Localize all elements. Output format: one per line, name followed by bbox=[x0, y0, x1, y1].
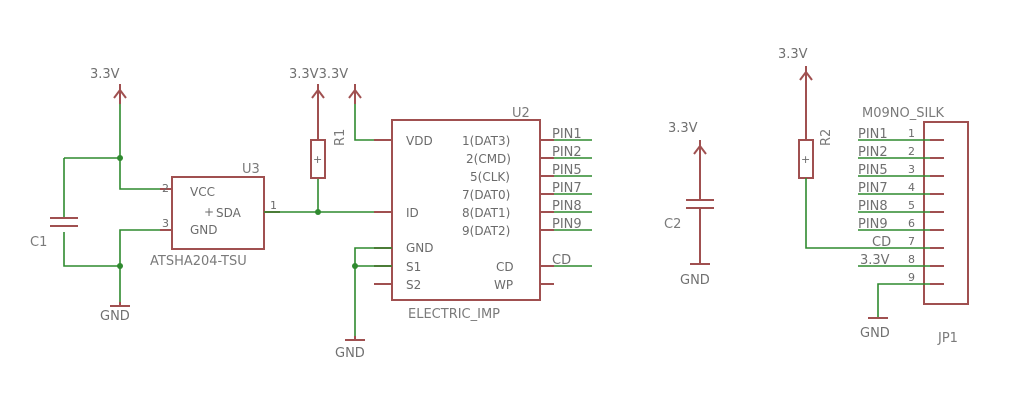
jp1-num-4: 4 bbox=[908, 181, 915, 194]
u2-pin-cmd: 2(CMD) bbox=[466, 152, 511, 166]
u2-pin-s1: S1 bbox=[406, 260, 421, 274]
u2-net-pin1: PIN1 bbox=[552, 127, 582, 142]
supply-arrow-left bbox=[113, 84, 127, 104]
gnd-label-c1: GND bbox=[100, 309, 130, 324]
u3-num-gnd: 3 bbox=[162, 217, 169, 230]
u2-pin-wp: WP bbox=[494, 278, 513, 292]
jp1-net-pin9: PIN9 bbox=[858, 217, 888, 232]
u2-net-pin9: PIN9 bbox=[552, 217, 582, 232]
u3-pin-sda: SDA bbox=[216, 206, 242, 220]
c2-label: C2 bbox=[664, 217, 681, 232]
u2-pin-vdd: VDD bbox=[406, 134, 433, 148]
u3-pin-vcc: VCC bbox=[190, 185, 215, 199]
jp1-net-pin7: PIN7 bbox=[858, 181, 888, 196]
u3-plus-mark: + bbox=[204, 205, 214, 219]
u2-pin-clk: 5(CLK) bbox=[470, 170, 510, 184]
wires-u2-nets bbox=[554, 139, 592, 267]
gnd-symbol-c1 bbox=[110, 302, 130, 307]
supply-label-c2: 3.3V bbox=[668, 121, 698, 136]
jp1-num-5: 5 bbox=[908, 199, 915, 212]
supply-label-left: 3.3V bbox=[90, 67, 120, 82]
wire-id-net bbox=[264, 178, 392, 215]
u2-net-pin7: PIN7 bbox=[552, 181, 582, 196]
jp1-num-8: 8 bbox=[908, 253, 915, 266]
resistor-r2: + bbox=[798, 66, 858, 249]
u2-pin-cd: CD bbox=[496, 260, 514, 274]
u3-num-vcc: 2 bbox=[162, 182, 169, 195]
supply-arrow-vdd bbox=[348, 84, 392, 141]
supply-label-r2: 3.3V bbox=[778, 47, 808, 62]
u2-pin-id: ID bbox=[406, 206, 419, 220]
jp1-num-1: 1 bbox=[908, 127, 915, 140]
u3-pin-gnd: GND bbox=[190, 223, 218, 237]
wires-u2-gnd bbox=[345, 247, 392, 341]
resistor-r1: + bbox=[310, 84, 326, 179]
gnd-label-c2: GND bbox=[680, 273, 710, 288]
gnd-label-u2: GND bbox=[335, 346, 365, 361]
c1-label: C1 bbox=[30, 235, 47, 250]
jp1-num-9: 9 bbox=[908, 271, 915, 284]
gnd-label-jp1: GND bbox=[860, 326, 890, 341]
wires-c1-u3 bbox=[63, 104, 172, 302]
capacitor-c1 bbox=[50, 217, 78, 227]
u2-pin-s2: S2 bbox=[406, 278, 421, 292]
u2-pin-dat3: 1(DAT3) bbox=[462, 134, 510, 148]
jp1-ref: JP1 bbox=[937, 331, 958, 346]
supply-label-r1-vdd: 3.3V3.3V bbox=[289, 67, 348, 82]
jp1-net-cd: CD bbox=[872, 235, 891, 250]
r1-label: R1 bbox=[333, 129, 348, 146]
jp1-net-pin1: PIN1 bbox=[858, 127, 888, 142]
u3-ref: U3 bbox=[242, 162, 260, 177]
u2-net-pin5: PIN5 bbox=[552, 163, 582, 178]
header-jp1 bbox=[923, 121, 969, 305]
jp1-num-3: 3 bbox=[908, 163, 915, 176]
u2-net-cd: CD bbox=[552, 253, 571, 268]
capacitor-c2 bbox=[686, 140, 714, 265]
u2-value: ELECTRIC_IMP bbox=[408, 307, 500, 322]
u3-num-sda: 1 bbox=[270, 199, 277, 212]
u3-value: ATSHA204-TSU bbox=[150, 254, 247, 269]
r2-plus-mark: + bbox=[801, 153, 810, 166]
jp1-num-6: 6 bbox=[908, 217, 915, 230]
u2-pin-dat1: 8(DAT1) bbox=[462, 206, 510, 220]
r2-label: R2 bbox=[819, 129, 834, 146]
jp1-net-3v3: 3.3V bbox=[860, 253, 890, 268]
u2-net-pin8: PIN8 bbox=[552, 199, 582, 214]
jp1-num-2: 2 bbox=[908, 145, 915, 158]
jp1-value: M09NO_SILK bbox=[862, 106, 945, 121]
jp1-num-7: 7 bbox=[908, 235, 915, 248]
u2-pin-dat2: 9(DAT2) bbox=[462, 224, 510, 238]
u2-ref: U2 bbox=[512, 106, 530, 121]
jp1-net-pin2: PIN2 bbox=[858, 145, 888, 160]
u2-pin-gnd: GND bbox=[406, 241, 434, 255]
wires-jp1 bbox=[858, 139, 930, 319]
u2-pin-dat0: 7(DAT0) bbox=[462, 188, 510, 202]
u2-net-pin2: PIN2 bbox=[552, 145, 582, 160]
jp1-net-pin8: PIN8 bbox=[858, 199, 888, 214]
r1-plus-mark: + bbox=[313, 153, 322, 166]
jp1-net-pin5: PIN5 bbox=[858, 163, 888, 178]
